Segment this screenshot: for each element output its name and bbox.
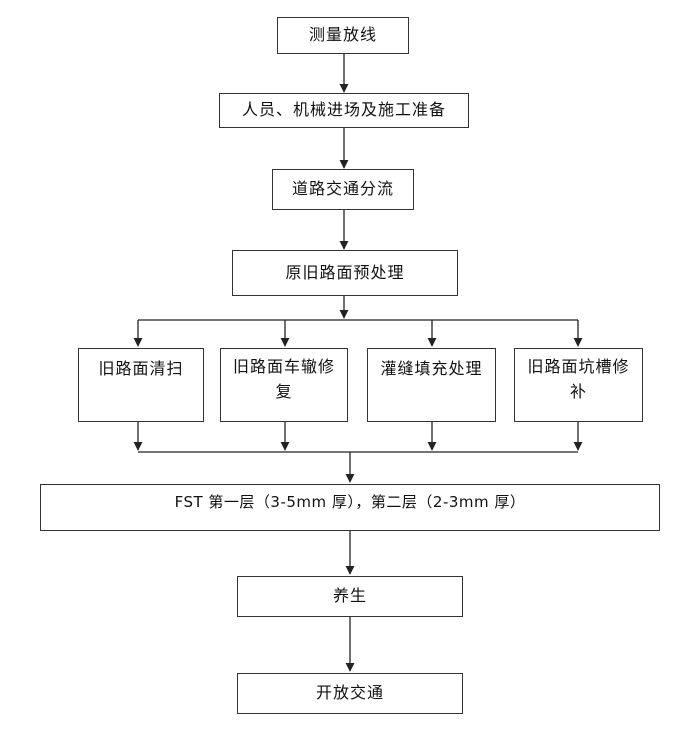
node-clean: 旧路面清扫 <box>78 348 204 422</box>
node-prep: 人员、机械进场及施工准备 <box>219 93 469 128</box>
node-pothole: 旧路面坑槽修补 <box>514 348 643 422</box>
node-survey: 测量放线 <box>277 17 409 54</box>
node-pretreat: 原旧路面预处理 <box>232 250 458 296</box>
node-fst: FST 第一层（3-5mm 厚），第二层（2-3mm 厚） <box>40 484 660 531</box>
node-open: 开放交通 <box>237 673 463 714</box>
node-cure: 养生 <box>237 576 463 617</box>
node-rut: 旧路面车辙修复 <box>220 348 348 422</box>
node-traffic: 道路交通分流 <box>272 169 414 210</box>
node-crack: 灌缝填充处理 <box>367 348 496 422</box>
